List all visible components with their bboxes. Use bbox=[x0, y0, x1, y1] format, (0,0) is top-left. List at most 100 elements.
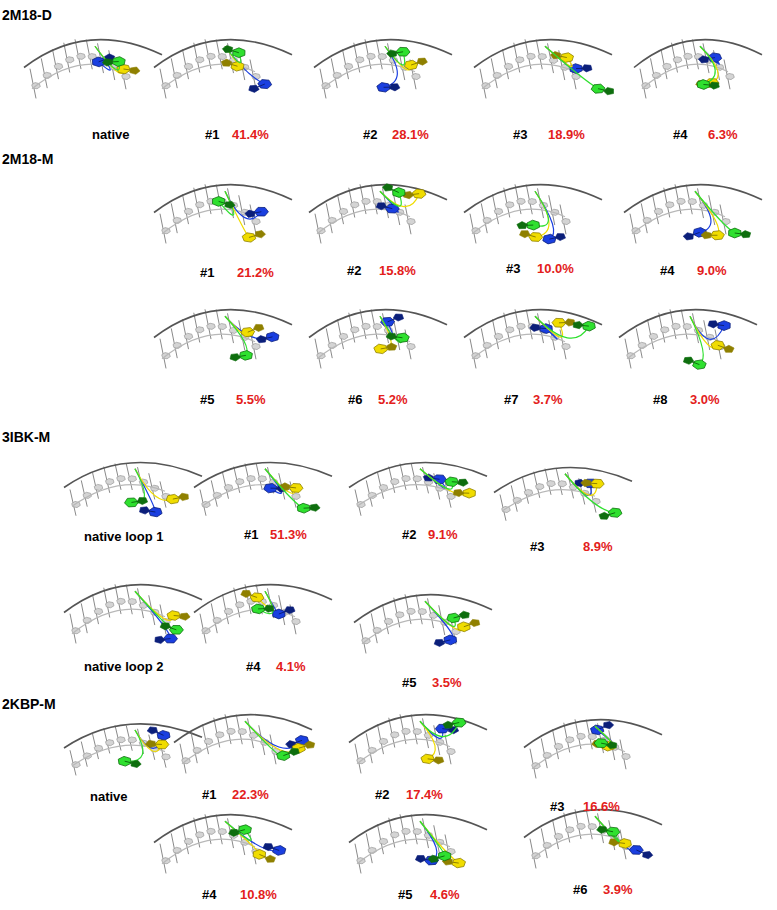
loop-nucleotide bbox=[520, 231, 531, 238]
rna-structure bbox=[464, 184, 602, 244]
rna-structure bbox=[309, 309, 447, 368]
base-ring bbox=[379, 484, 388, 490]
base-ring bbox=[247, 476, 256, 482]
rna-structure bbox=[624, 184, 762, 243]
base-ring bbox=[218, 829, 227, 835]
cluster-percentage: 9.0% bbox=[697, 264, 727, 277]
loop-nucleotide bbox=[376, 203, 387, 210]
base-ring bbox=[379, 738, 388, 744]
base-ring bbox=[77, 53, 86, 59]
loop-nucleotide bbox=[425, 856, 439, 865]
base-ring bbox=[384, 618, 393, 624]
base-ring bbox=[566, 827, 575, 833]
loop-nucleotide bbox=[428, 855, 438, 862]
loop-nucleotide bbox=[222, 46, 232, 53]
base-ring bbox=[204, 738, 213, 744]
loop-nucleotide bbox=[145, 740, 155, 747]
base-ring bbox=[236, 479, 245, 485]
base-ring bbox=[351, 327, 360, 333]
rna-structure bbox=[474, 39, 614, 98]
backbone-ribbon bbox=[24, 40, 162, 68]
cluster-number: #5 bbox=[200, 393, 214, 406]
base-ring bbox=[517, 323, 526, 329]
loop-nucleotide bbox=[374, 344, 388, 353]
base-ring bbox=[252, 218, 261, 224]
base-ring bbox=[94, 484, 103, 490]
cluster-percentage: 3.9% bbox=[603, 883, 633, 896]
loop-nucleotide bbox=[229, 829, 240, 836]
loop-nucleotide bbox=[683, 233, 693, 240]
loop-nucleotide bbox=[724, 345, 735, 352]
base-ring bbox=[367, 53, 376, 59]
loop-nucleotide bbox=[393, 314, 403, 321]
base-ring bbox=[54, 63, 63, 69]
loop-nucleotide bbox=[433, 757, 444, 764]
base-ring bbox=[588, 734, 597, 740]
loop-nucleotide bbox=[599, 512, 610, 519]
loop-nucleotide bbox=[386, 333, 396, 340]
cluster-percentage: 21.2% bbox=[237, 266, 274, 279]
backbone-ribbon bbox=[194, 463, 332, 488]
loop-nucleotide bbox=[530, 324, 540, 331]
backbone-ribbon bbox=[532, 834, 625, 859]
loop-nucleotide bbox=[387, 50, 397, 57]
loop-backbone bbox=[695, 191, 735, 233]
loop-nucleotide bbox=[447, 613, 461, 623]
loop-nucleotide bbox=[230, 354, 240, 361]
loop-nucleotide bbox=[277, 751, 290, 761]
base-ring bbox=[184, 838, 193, 844]
loop-nucleotide bbox=[386, 343, 396, 350]
base-ring bbox=[238, 729, 247, 735]
backbone-ribbon bbox=[64, 724, 202, 748]
base-ring bbox=[592, 498, 601, 504]
cluster-number: #3 bbox=[506, 262, 520, 275]
base-ring bbox=[413, 729, 422, 735]
cluster-number: #3 bbox=[513, 128, 527, 141]
rna-structure bbox=[174, 714, 315, 773]
loop-nucleotide bbox=[607, 742, 617, 749]
cluster-number: #3 bbox=[530, 540, 544, 553]
loop-nucleotide bbox=[102, 59, 112, 66]
rna-structure bbox=[154, 184, 292, 243]
backbone-ribbon bbox=[624, 185, 762, 213]
loop-nucleotide bbox=[160, 623, 171, 630]
loop-backbone bbox=[690, 316, 703, 364]
state-label: native bbox=[92, 128, 130, 141]
base-ring bbox=[356, 57, 365, 63]
cluster-percentage: 4.6% bbox=[430, 888, 460, 901]
base-ring bbox=[622, 753, 631, 759]
rna-structure bbox=[154, 309, 292, 368]
base-ring bbox=[184, 333, 193, 339]
base-ring bbox=[106, 479, 115, 485]
base-ring bbox=[558, 481, 567, 487]
cluster-number: #2 bbox=[375, 788, 389, 801]
cluster-number: #6 bbox=[348, 393, 362, 406]
base-ring bbox=[562, 343, 571, 349]
base-ring bbox=[407, 608, 416, 614]
backbone-ribbon bbox=[349, 715, 487, 743]
state-label: native loop 2 bbox=[84, 660, 163, 673]
base-ring bbox=[162, 754, 171, 760]
loop-backbone bbox=[135, 469, 173, 501]
loop-backbone bbox=[225, 316, 247, 355]
base-ring bbox=[554, 833, 563, 839]
backbone-ribbon bbox=[194, 585, 332, 613]
loop-nucleotide bbox=[231, 61, 244, 71]
backbone-ribbon bbox=[322, 64, 415, 89]
backbone-ribbon bbox=[524, 720, 662, 748]
rna-structure bbox=[524, 809, 662, 868]
loop-backbone bbox=[265, 469, 304, 508]
base-ring bbox=[94, 608, 103, 614]
cluster-number: #2 bbox=[402, 528, 416, 541]
backbone-ribbon bbox=[482, 64, 575, 89]
cluster-percentage: 28.1% bbox=[392, 128, 429, 141]
loop-nucleotide bbox=[285, 607, 295, 614]
base-ring bbox=[224, 608, 233, 614]
cluster-percentage: 5.2% bbox=[378, 393, 408, 406]
loop-nucleotide bbox=[147, 727, 157, 734]
backbone-ribbon bbox=[162, 839, 255, 864]
loop-backbone bbox=[135, 591, 176, 630]
loop-backbone bbox=[225, 821, 251, 840]
loop-nucleotide bbox=[289, 748, 299, 755]
cluster-percentage: 41.4% bbox=[232, 128, 269, 141]
